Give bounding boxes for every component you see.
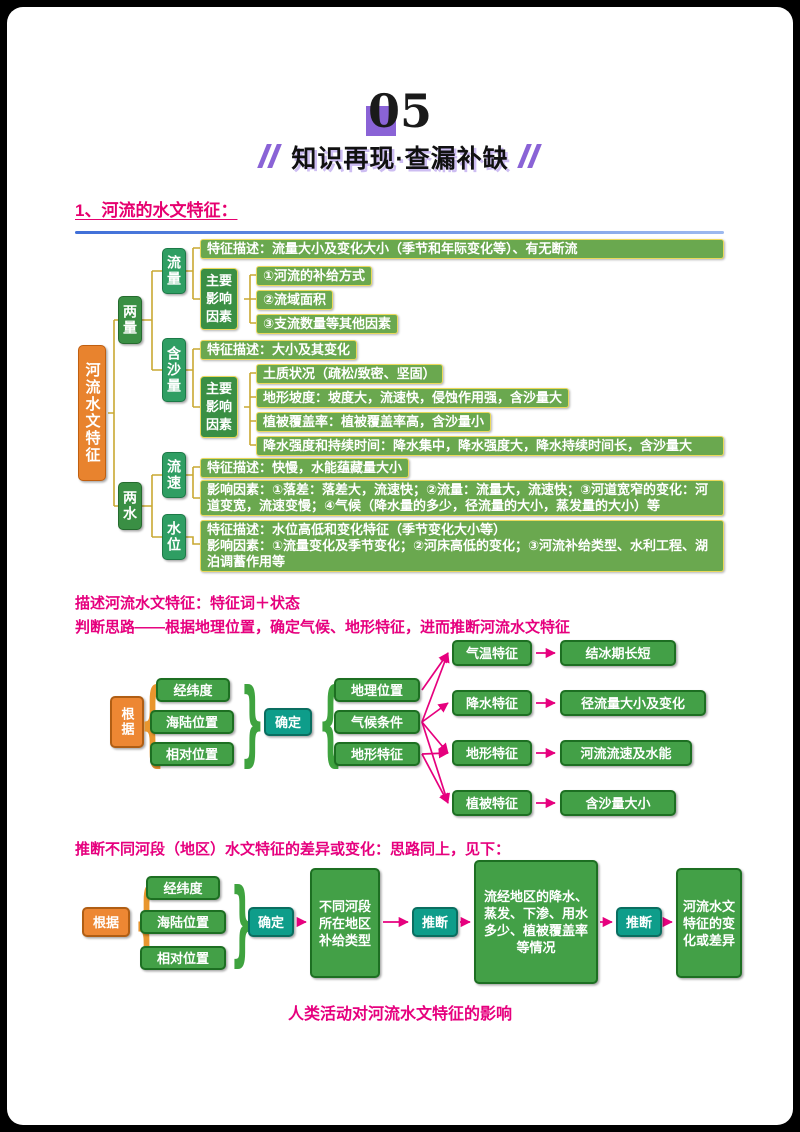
d2-input-jingweidu: 经纬度 (156, 678, 230, 702)
bar-hanshaliang-desc: 特征描述：大小及其变化 (200, 340, 358, 360)
divider-line (75, 231, 724, 234)
d3-input-jingweidu: 经纬度 (146, 876, 220, 900)
d2-output-hanshaliang: 含沙量大小 (560, 790, 676, 816)
d2-middle-qihou: 气候条件 (334, 710, 420, 734)
node-liusu: 流速 (162, 452, 186, 498)
d3-action-tuiduan2: 推断 (616, 907, 662, 937)
bar-hanshaliang-factor-3: 植被覆盖率：植被覆盖率高，含沙量小 (256, 412, 492, 432)
bar-hanshaliang-factor-2: 地形坡度：坡度大，流速快，侵蚀作用强，含沙量大 (256, 388, 570, 408)
note-describe-method: 描述河流水文特征：特征词＋状态 (75, 595, 301, 612)
section-heading: 1、河流的水文特征： (75, 201, 238, 220)
page-title: 知识再现·查漏补缺 (291, 145, 509, 173)
d2-output-jingliuliang: 径流量大小及变化 (560, 690, 706, 716)
node-hanshaliang: 含沙量 (162, 338, 186, 402)
d2-output-liusu: 河流流速及水能 (560, 740, 692, 766)
d2-middle-dixing: 地形特征 (334, 742, 420, 766)
d2-action-queding: 确定 (264, 708, 312, 736)
d3-action-queding: 确定 (248, 907, 294, 937)
bar-liuliang-factor-1: ①河流的补给方式 (256, 266, 373, 286)
d2-start-box: 根据 (110, 696, 144, 748)
d2-feature-dixing: 地形特征 (452, 740, 532, 766)
note-judge-method: 判断思路——根据地理位置，确定气候、地形特征，进而推断河流水文特征 (75, 619, 571, 636)
d3-input-hailu: 海陆位置 (140, 910, 226, 934)
branch-shui: 两水 (118, 482, 142, 530)
d3-step3-box: 河流水文特征的变化或差异 (676, 868, 742, 978)
d2-middle-dili: 地理位置 (334, 678, 420, 702)
d2-input-hailu: 海陆位置 (150, 710, 234, 734)
d3-start-box: 根据 (82, 907, 130, 937)
d2-close-brace-icon: } (240, 668, 265, 776)
note-compare-method: 推断不同河段（地区）水文特征的差异或变化：思路同上，见下： (75, 841, 511, 858)
bar-shuiwei-text: 特征描述：水位高低和变化特征（季节变化大小等） 影响因素：①流量变化及季节变化；… (200, 520, 724, 572)
bar-liusu-factors: 影响因素：①落差：落差大，流速快；②流量：流量大，流速快；③河道宽窄的变化：河道… (200, 480, 724, 516)
d3-input-xiangdui: 相对位置 (140, 946, 226, 970)
factor-box-hanshaliang: 主要影响因素 (200, 376, 238, 438)
page-number: 05 (367, 84, 432, 138)
bar-liuliang-factor-2: ②流域面积 (256, 290, 334, 310)
d2-feature-jiangshui: 降水特征 (452, 690, 532, 716)
mindmap-root: 河流水文特征 (78, 345, 106, 481)
d2-output-jiebingqi: 结冰期长短 (560, 640, 676, 666)
d2-input-xiangdui: 相对位置 (150, 742, 234, 766)
d2-feature-zhibei: 植被特征 (452, 790, 532, 816)
bar-liusu-desc: 特征描述：快慢，水能蕴藏量大小 (200, 458, 410, 478)
note-human-activity: 人类活动对河流水文特征的影响 (287, 1006, 512, 1023)
purple-square-decoration (366, 106, 396, 136)
bar-hanshaliang-factor-1: 土质状况（疏松/致密、坚固） (256, 364, 443, 384)
bar-liuliang-desc: 特征描述：流量大小及变化大小（季节和年际变化等）、有无断流 (200, 239, 724, 259)
branch-liang: 两量 (118, 296, 142, 344)
bar-hanshaliang-factor-4: 降水强度和持续时间：降水集中，降水强度大，降水持续时间长，含沙量大 (256, 436, 724, 456)
d3-step2-box: 流经地区的降水、蒸发、下渗、用水多少、植被覆盖率等情况 (474, 860, 598, 984)
d3-action-tuiduan1: 推断 (412, 907, 458, 937)
bar-liuliang-factor-3: ③支流数量等其他因素 (256, 314, 399, 334)
d3-step1-box: 不同河段所在地区补给类型 (310, 868, 380, 978)
node-shuiwei: 水位 (162, 514, 186, 560)
node-liuliang: 流量 (162, 248, 186, 294)
d2-feature-qiwen: 气温特征 (452, 640, 532, 666)
factor-box-liuliang: 主要影响因素 (200, 268, 238, 330)
